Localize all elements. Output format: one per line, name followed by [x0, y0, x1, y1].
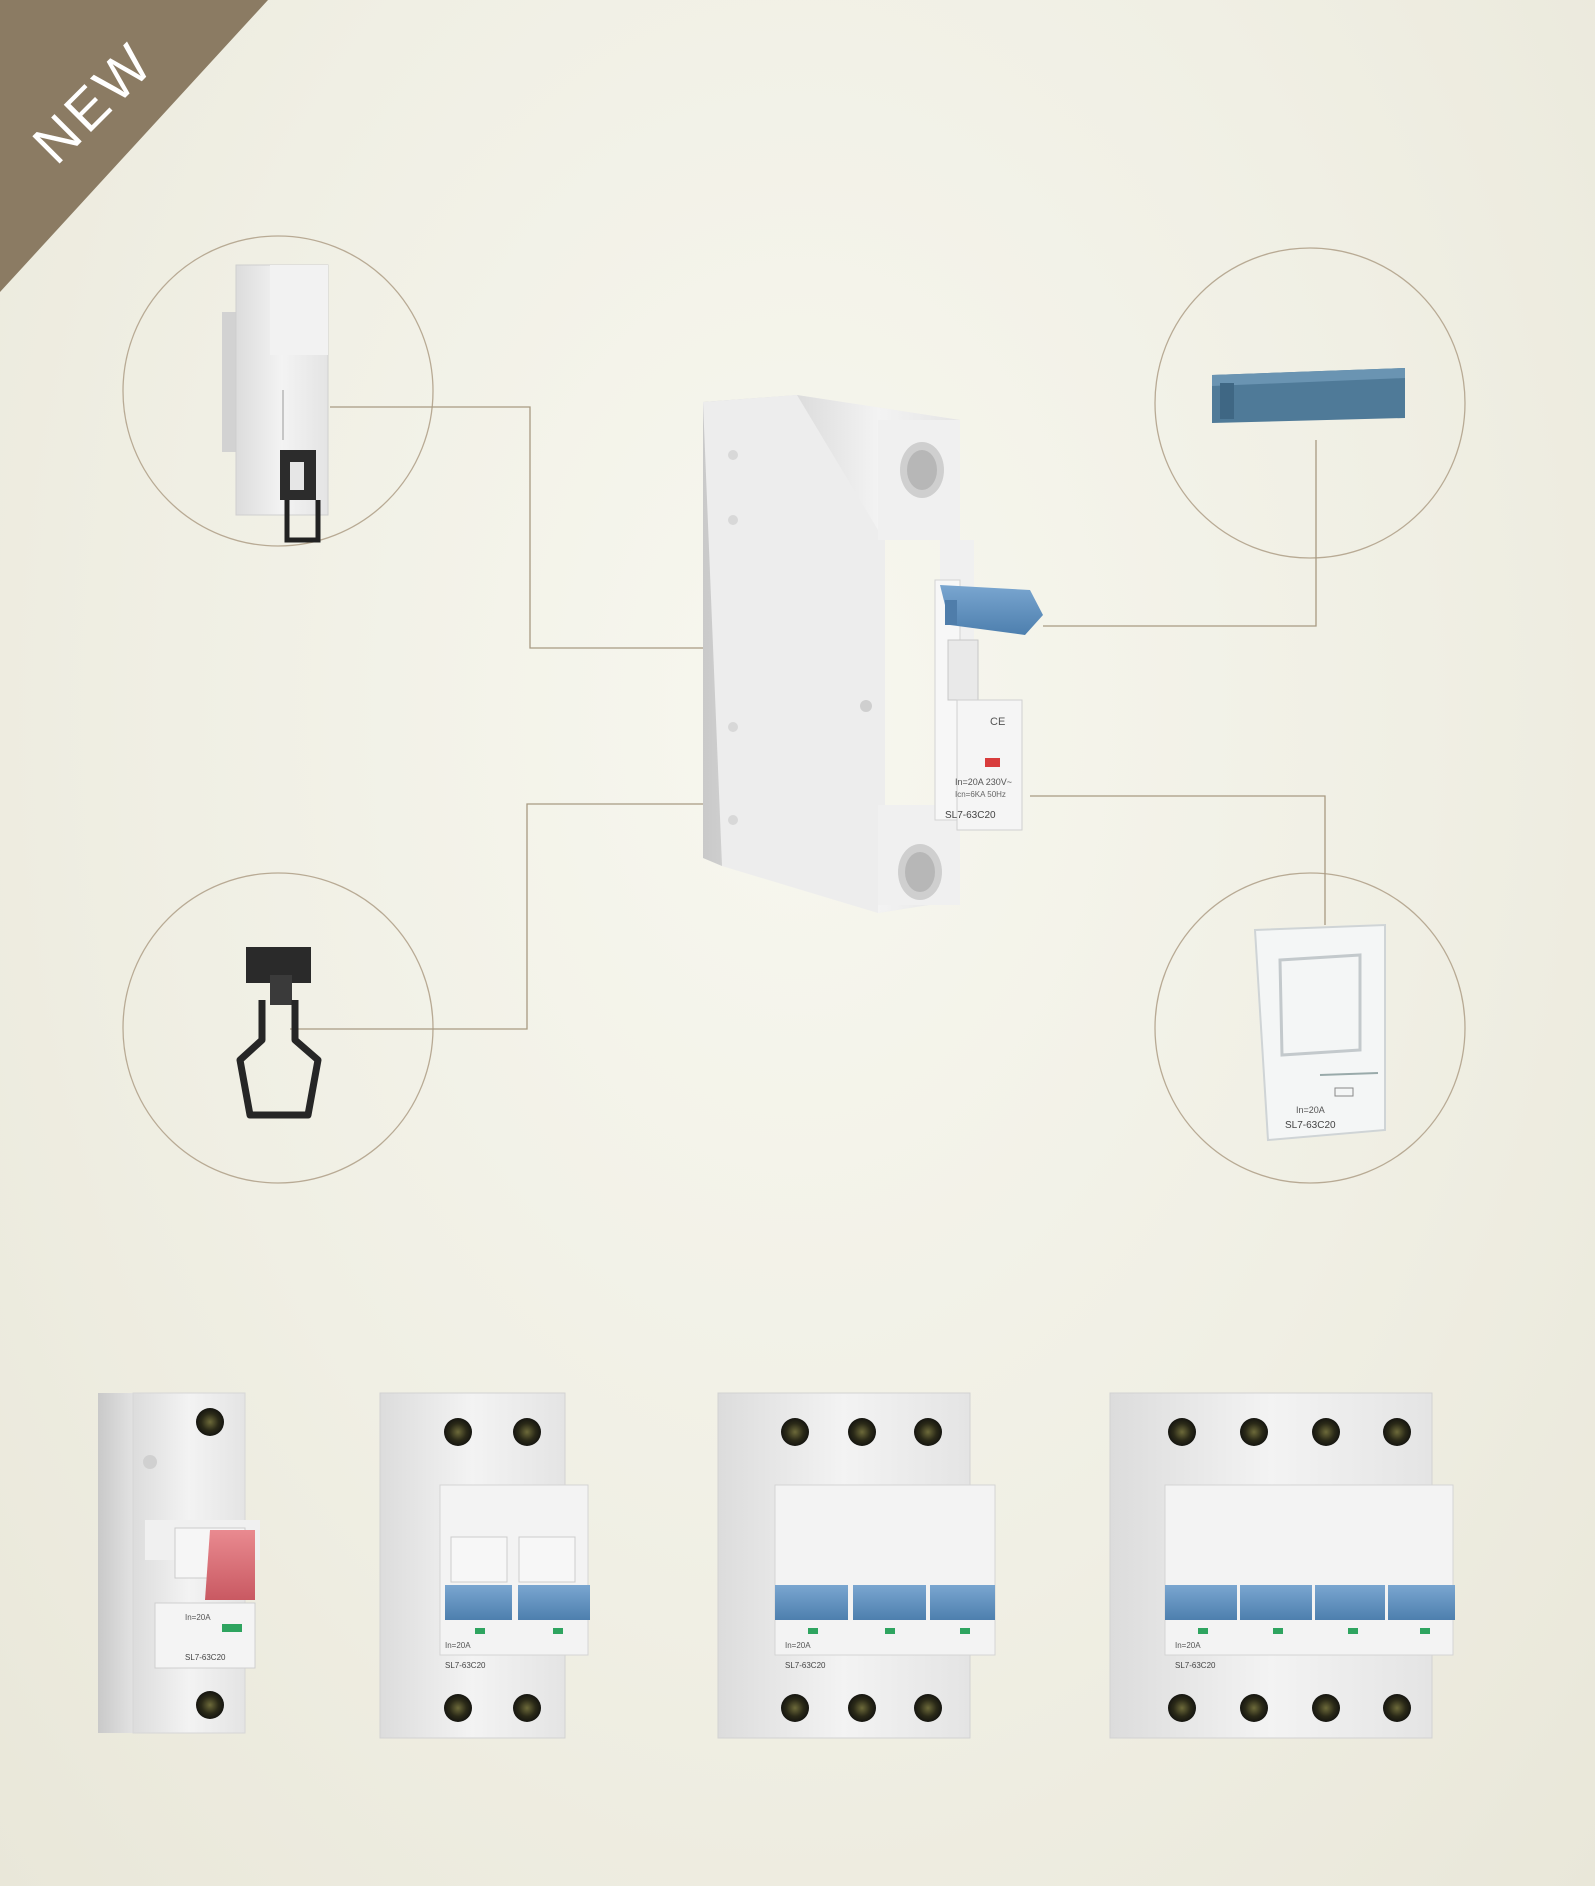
- main-model: SL7-63C20: [945, 810, 996, 821]
- lineup-1p-rating: In=20A: [185, 1613, 211, 1622]
- lineup-1p-model: SL7-63C20: [185, 1653, 226, 1662]
- callout-circle-bottom-right: [1154, 872, 1466, 1184]
- lineup-breaker-4p: In=20A SL7-63C20: [1109, 1392, 1455, 1739]
- lineup-breaker-1p: In=20A SL7-63C20: [98, 1392, 260, 1734]
- main-rating: In=20A 230V~: [955, 777, 1012, 787]
- label-cover-rating: In=20A: [1296, 1105, 1325, 1115]
- lineup-3p-model: SL7-63C20: [785, 1661, 826, 1670]
- main-breaker-1p: CE In=20A 230V~ Icn=6KA 50Hz SL7-63C20: [703, 395, 1043, 913]
- leader-lines: [290, 406, 1326, 1030]
- lineup-4p-model: SL7-63C20: [1175, 1661, 1216, 1670]
- callout-circle-top-left: [122, 235, 434, 547]
- lineup-2p-model: SL7-63C20: [445, 1661, 486, 1670]
- lineup-breaker-3p: In=20A SL7-63C20: [717, 1392, 996, 1739]
- label-cover-model: SL7-63C20: [1285, 1120, 1336, 1131]
- lineup-breaker-2p: In=20A SL7-63C20: [379, 1392, 590, 1739]
- label-cover-icon: In=20A SL7-63C20: [1253, 923, 1386, 1142]
- lineup-3p-rating: In=20A: [785, 1641, 811, 1650]
- lineup-2p-rating: In=20A: [445, 1641, 471, 1650]
- lineup-4p-rating: In=20A: [1175, 1641, 1201, 1650]
- main-breaking-capacity: Icn=6KA 50Hz: [955, 790, 1006, 799]
- callout-circle-bottom-left: [122, 872, 434, 1184]
- din-rail-clip-icon: [222, 264, 329, 543]
- lock-clip-icon: [236, 947, 322, 1119]
- terminal-cover-icon: [1212, 368, 1405, 423]
- callout-circle-top-right: [1154, 247, 1466, 559]
- main-ce-mark: CE: [990, 716, 1005, 728]
